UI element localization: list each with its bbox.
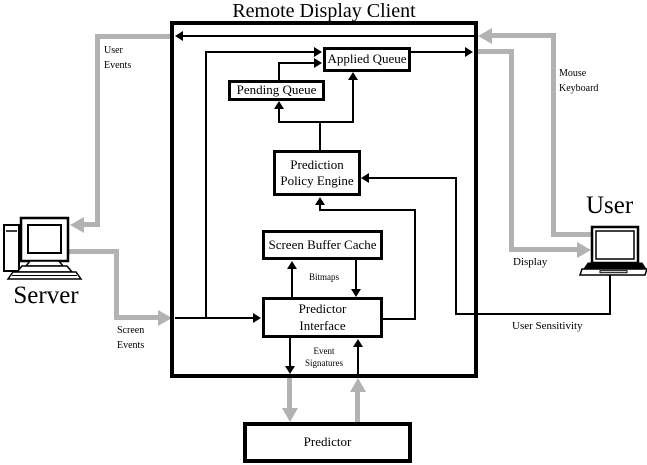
- server-computer-icon: [0, 214, 90, 286]
- screen-buffer-cache-node: Screen Buffer Cache: [262, 230, 383, 260]
- line-segment: [319, 121, 321, 151]
- line-segment: [414, 209, 416, 319]
- line-segment: [367, 177, 457, 179]
- predictor-node: Predictor: [243, 422, 412, 463]
- line-segment: [66, 249, 118, 254]
- edge-label-text: Screen: [117, 325, 145, 336]
- predictor-interface-node: Predictor Interface: [262, 297, 383, 338]
- edge-label-text: Keyboard: [559, 83, 599, 94]
- arrowhead-down: [282, 408, 298, 422]
- user-label: User: [586, 192, 634, 219]
- line-segment: [478, 49, 514, 54]
- prediction-policy-engine-label-line2: Policy Engine: [280, 173, 354, 188]
- applied-queue-node: Applied Queue: [323, 47, 411, 72]
- predictor-label: Predictor: [303, 434, 352, 450]
- line-segment: [95, 34, 100, 225]
- arrowhead-right: [158, 310, 172, 326]
- line-segment: [205, 51, 207, 319]
- line-segment: [551, 33, 556, 235]
- arrowhead-up: [287, 261, 297, 269]
- arrowhead-down: [285, 366, 295, 374]
- arrowhead-up: [274, 101, 284, 109]
- prediction-policy-engine-node: Prediction Policy Engine: [273, 150, 361, 196]
- line-segment: [355, 390, 360, 422]
- edge-label-user-events: User Events: [104, 43, 131, 73]
- line-segment: [287, 378, 292, 410]
- line-segment: [551, 232, 592, 237]
- applied-queue-label: Applied Queue: [327, 51, 407, 67]
- arrowhead-right: [314, 58, 322, 68]
- arrowhead-left: [361, 173, 369, 183]
- pending-queue-label: Pending Queue: [236, 82, 317, 98]
- line-segment: [355, 260, 357, 290]
- arrowhead-up: [348, 72, 358, 80]
- arrowhead-up: [315, 197, 325, 205]
- arrowhead-left: [70, 217, 84, 233]
- arrowhead-down: [351, 289, 361, 297]
- user-laptop-icon: [577, 224, 647, 278]
- edge-label-screen-events: Screen Events: [117, 323, 144, 353]
- edge-label-mouse-keyboard: Mouse Keyboard: [559, 66, 598, 96]
- predictor-interface-label-line2: Interface: [299, 317, 346, 333]
- edge-label-text: Events: [104, 60, 132, 71]
- line-segment: [609, 272, 611, 315]
- edge-label-bitmaps: Bitmaps: [308, 272, 339, 282]
- predictor-interface-label-line1: Predictor: [298, 301, 347, 317]
- edge-label-user-sensitivity: User Sensitivity: [512, 320, 583, 332]
- line-segment: [509, 49, 514, 250]
- edge-label-event-signatures: Event Signatures: [294, 345, 354, 369]
- prediction-policy-engine-label-line1: Prediction: [290, 156, 344, 172]
- arrowhead-up: [353, 339, 363, 347]
- arrowhead-right: [577, 242, 591, 258]
- server-label: Server: [13, 282, 79, 309]
- line-segment: [182, 35, 474, 37]
- arrowhead-left: [478, 28, 492, 44]
- line-segment: [352, 78, 354, 122]
- edge-label-text: Signatures: [305, 358, 343, 368]
- arrowhead-right: [314, 47, 322, 57]
- line-segment: [319, 203, 321, 211]
- edge-label-display: Display: [513, 256, 548, 268]
- line-segment: [278, 62, 280, 81]
- arrowhead-right: [253, 313, 261, 323]
- line-segment: [278, 121, 354, 123]
- line-segment: [455, 177, 457, 314]
- edge-label-text: Mouse: [559, 68, 587, 79]
- pending-queue-node: Pending Queue: [228, 80, 325, 101]
- line-segment: [289, 338, 291, 367]
- line-segment: [82, 222, 100, 227]
- line-segment: [411, 51, 466, 53]
- screen-buffer-cache-label: Screen Buffer Cache: [268, 236, 377, 252]
- line-segment: [97, 34, 172, 39]
- edge-label-text: Event: [313, 346, 335, 356]
- line-segment: [490, 33, 553, 38]
- line-segment: [319, 209, 416, 211]
- line-segment: [175, 317, 255, 319]
- edge-label-text: Events: [117, 340, 145, 351]
- line-segment: [278, 107, 280, 122]
- arrowhead-right: [465, 47, 473, 57]
- line-segment: [291, 267, 293, 298]
- line-segment: [455, 313, 611, 315]
- line-segment: [278, 62, 315, 64]
- arrowhead-up: [350, 378, 366, 392]
- line-segment: [114, 249, 119, 318]
- line-segment: [357, 345, 359, 374]
- line-segment: [383, 318, 416, 320]
- line-segment: [509, 247, 579, 252]
- line-segment: [114, 315, 160, 320]
- edge-label-text: User: [104, 45, 123, 56]
- remote-display-client-box: [170, 21, 478, 378]
- arrowhead-left: [175, 31, 183, 41]
- diagram-title: Remote Display Client: [232, 0, 416, 22]
- line-segment: [205, 51, 315, 53]
